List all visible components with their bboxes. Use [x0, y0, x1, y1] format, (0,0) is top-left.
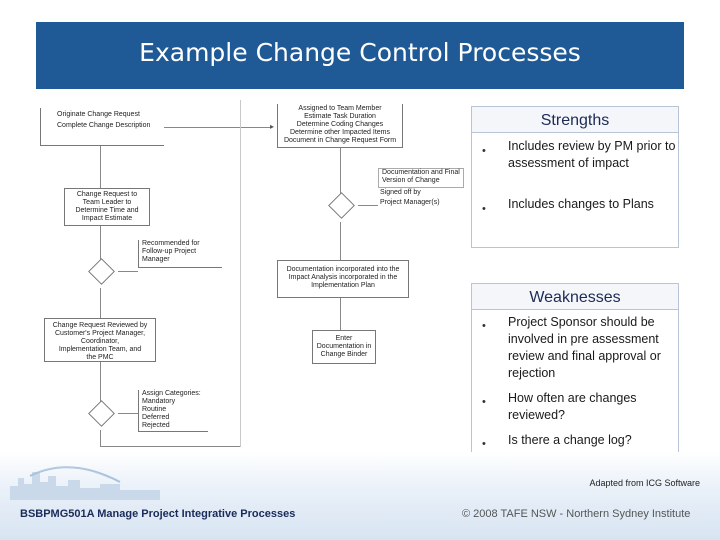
connector — [100, 446, 240, 447]
weakness-item: How often are changes reviewed? — [508, 391, 637, 422]
categories-line-3: Routine — [142, 406, 167, 413]
bullet-icon: • — [482, 203, 486, 215]
incorporated-line-3: Implementation Plan — [311, 282, 375, 289]
reviewed-line-4: Implementation Team, and — [58, 346, 142, 353]
categories-line-4: Deferred — [142, 414, 170, 421]
team-leader-box: Change Request to Team Leader to Determi… — [64, 188, 150, 226]
doc-final-line-1: Documentation and Final — [382, 169, 460, 176]
connector — [340, 148, 341, 196]
binder-line-1: Enter — [335, 335, 353, 342]
assigned-line-1: Assigned to Team Member — [298, 105, 382, 112]
weaknesses-heading: Weaknesses — [471, 283, 679, 310]
decision-diamond — [88, 400, 115, 427]
recommended-line-3: Manager — [142, 256, 170, 263]
categories-line-5: Rejected — [142, 422, 170, 429]
weakness-item: Is there a change log? — [508, 433, 632, 447]
recommended-line-2: Follow-up Project — [142, 248, 197, 255]
reviewed-line-5: the PMC — [86, 354, 114, 361]
signed-line-1: Signed off by — [380, 189, 421, 196]
doc-final-line-2: Version of Change — [382, 177, 440, 184]
decision-diamond — [328, 192, 355, 219]
connector — [340, 222, 341, 260]
connector — [118, 413, 138, 414]
recommended-box: Recommended for Follow-up Project Manage… — [138, 240, 222, 268]
incorporated-line-1: Documentation incorporated into the — [286, 266, 400, 273]
weaknesses-body: • Project Sponsor should be involved in … — [471, 310, 679, 453]
footer-course: BSBPMG501A Manage Project Integrative Pr… — [20, 508, 296, 520]
reviewed-line-2: Customer's Project Manager, — [54, 330, 146, 337]
strength-item: Includes review by PM prior to assessmen… — [508, 139, 676, 170]
team-leader-line-1: Change Request to — [76, 191, 138, 198]
originate-box: Originate Change Request Complete Change… — [40, 108, 164, 146]
connector — [100, 362, 101, 402]
connector — [240, 100, 241, 447]
assigned-line-4: Determine other Impacted Items — [290, 129, 390, 136]
team-leader-line-2: Team Leader to — [82, 199, 132, 206]
title-bar: Example Change Control Processes — [36, 22, 684, 89]
connector — [118, 271, 138, 272]
strengths-panel: Strengths • Includes review by PM prior … — [471, 106, 679, 248]
footer-copyright: © 2008 TAFE NSW - Northern Sydney Instit… — [462, 508, 691, 520]
binder-box: Enter Documentation in Change Binder — [312, 330, 376, 364]
team-leader-line-3: Determine Time and — [75, 207, 139, 214]
connector — [358, 205, 378, 206]
reviewed-line-3: Coordinator, — [80, 338, 120, 345]
incorporated-box: Documentation incorporated into the Impa… — [277, 260, 409, 298]
connector — [164, 127, 272, 128]
bullet-icon: • — [482, 438, 486, 450]
binder-line-2: Documentation in — [316, 343, 372, 350]
strengths-body: • Includes review by PM prior to assessm… — [471, 133, 679, 248]
categories-line-1: Assign Categories: — [142, 390, 201, 397]
originate-line-2: Complete Change Description — [57, 122, 151, 129]
connector — [340, 298, 341, 330]
connector — [100, 226, 101, 262]
reviewed-line-1: Change Request Reviewed by — [52, 322, 148, 329]
bullet-icon: • — [482, 320, 486, 332]
connector — [100, 146, 101, 188]
assigned-line-2: Estimate Task Duration — [304, 113, 376, 120]
weaknesses-panel: Weaknesses • Project Sponsor should be i… — [471, 283, 679, 453]
connector — [100, 288, 101, 318]
strength-item: Includes changes to Plans — [508, 197, 654, 211]
bullet-icon: • — [482, 396, 486, 408]
recommended-line-1: Recommended for — [142, 240, 200, 247]
team-leader-line-4: Impact Estimate — [81, 215, 133, 222]
assigned-line-3: Determine Coding Changes — [296, 121, 384, 128]
doc-final-box: Documentation and Final Version of Chang… — [378, 168, 464, 188]
connector — [100, 430, 101, 446]
signed-line-2: Project Manager(s) — [380, 199, 440, 206]
footer-credit: Adapted from ICG Software — [589, 478, 700, 488]
categories-box: Assign Categories: Mandatory Routine Def… — [138, 390, 208, 432]
assigned-line-5: Document in Change Request Form — [283, 137, 397, 144]
incorporated-line-2: Impact Analysis incorporated in the — [288, 274, 398, 281]
originate-line-1: Originate Change Request — [57, 111, 140, 118]
binder-line-3: Change Binder — [320, 351, 368, 358]
categories-line-2: Mandatory — [142, 398, 176, 405]
reviewed-box: Change Request Reviewed by Customer's Pr… — [44, 318, 156, 362]
strengths-heading: Strengths — [471, 106, 679, 133]
arrow-head-icon: ▸ — [270, 122, 275, 131]
bullet-icon: • — [482, 145, 486, 157]
slide-title: Example Change Control Processes — [139, 38, 581, 67]
skyline-graphic — [10, 466, 160, 500]
signed-box: Signed off by Project Manager(s) — [380, 189, 466, 209]
assigned-box: Assigned to Team Member Estimate Task Du… — [277, 104, 403, 148]
weakness-item: Project Sponsor should be involved in pr… — [508, 315, 661, 380]
decision-diamond — [88, 258, 115, 285]
